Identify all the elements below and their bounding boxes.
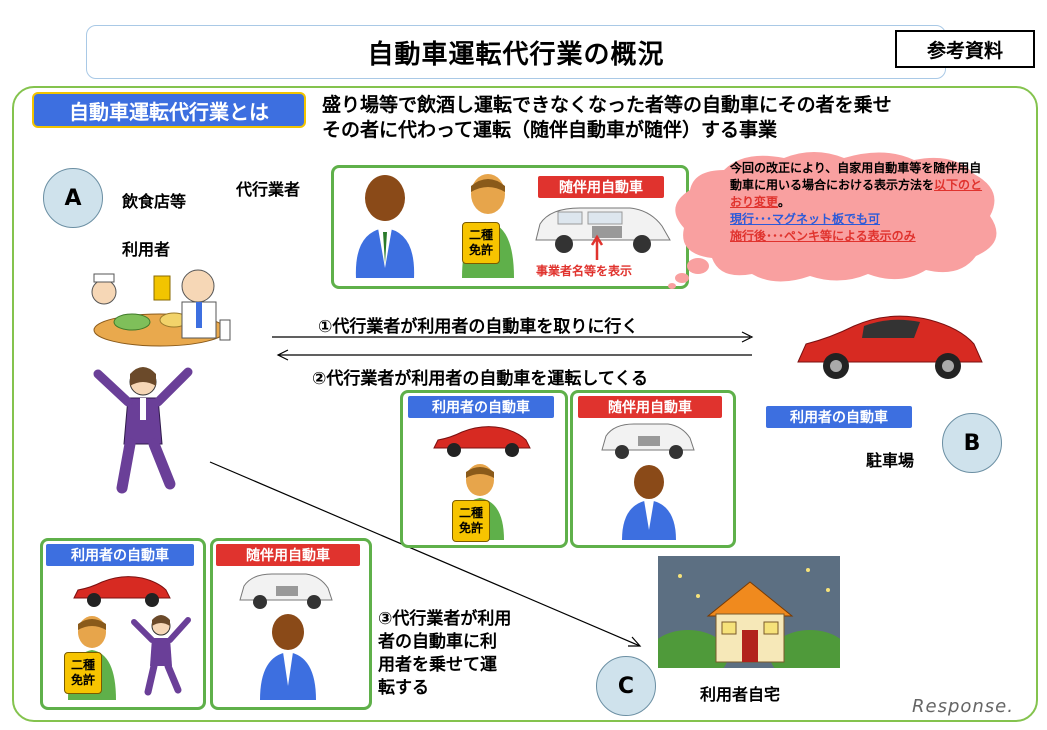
type2-license-badge: 二種 免許 bbox=[462, 222, 500, 264]
arrow-up-icon bbox=[590, 234, 604, 260]
step1-label: ①代行業者が利用者の自動車を取りに行く bbox=[318, 317, 639, 337]
user-label: 利用者 bbox=[122, 240, 171, 259]
home-illustration bbox=[658, 556, 840, 668]
user-car-tag: 利用者の自動車 bbox=[408, 396, 554, 418]
step3-label: ③代行業者が利用 者の自動車に利 用者を乗せて運 転する bbox=[378, 609, 512, 698]
driver-icon bbox=[622, 465, 676, 540]
user-figure bbox=[131, 615, 191, 696]
driver-icon bbox=[355, 175, 415, 278]
notice-change: 以下のとおり変更 bbox=[730, 178, 983, 209]
home-label: 利用者自宅 bbox=[700, 685, 781, 704]
type2-license-badge: 二種 免許 bbox=[452, 500, 490, 542]
notice-line1: 今回の改正により、自家用自動車等を随伴用自動車に用いる場合における表示方法を bbox=[730, 161, 982, 192]
escort-car-tag: 随伴用自動車 bbox=[216, 544, 360, 566]
restaurant-label: 飲食店等 bbox=[122, 192, 187, 211]
license-text: 二種 bbox=[70, 658, 95, 672]
definition-label: 自動車運転代行業とは bbox=[32, 92, 306, 128]
escort-car-icon bbox=[239, 573, 333, 609]
page-title: 自動車運転代行業の概況 bbox=[86, 25, 946, 79]
license-text: 免許 bbox=[458, 521, 483, 535]
step2-label: ②代行業者が利用者の自動車を運転してくる bbox=[312, 369, 649, 389]
circle-c: C bbox=[596, 656, 656, 716]
circle-a: A bbox=[43, 168, 103, 228]
circle-b: B bbox=[942, 413, 1002, 473]
user-car-icon bbox=[73, 576, 171, 607]
license-text: 免許 bbox=[468, 243, 493, 257]
user-car-tag: 利用者の自動車 bbox=[46, 544, 194, 566]
license-text: 二種 bbox=[458, 506, 483, 520]
escort-car-icon bbox=[535, 207, 671, 253]
response-watermark: Response. bbox=[912, 696, 1014, 717]
license-text: 免許 bbox=[70, 673, 95, 687]
notice-after: 施行後･･･ペンキ等による表示のみ bbox=[730, 229, 916, 243]
escort-car-tag: 随伴用自動車 bbox=[538, 176, 664, 198]
notice-cloud bbox=[668, 152, 997, 289]
user-car-tag: 利用者の自動車 bbox=[766, 406, 912, 428]
notice-current: 現行･･･マグネット板でも可 bbox=[730, 212, 881, 226]
reference-label: 参考資料 bbox=[895, 30, 1035, 68]
driver-icon bbox=[260, 614, 316, 700]
escort-car-tag: 随伴用自動車 bbox=[578, 396, 722, 418]
operator-label: 代行業者 bbox=[236, 180, 301, 199]
restaurant-illustration bbox=[91, 269, 231, 347]
user-car-icon bbox=[433, 426, 531, 457]
notice-text: 今回の改正により、自家用自動車等を随伴用自動車に用いる場合における表示方法を以下… bbox=[730, 160, 992, 245]
definition-text: 盛り場等で飲酒し運転できなくなった者等の自動車にその者を乗せ その者に代わって運… bbox=[322, 94, 892, 141]
notice-line1-end: 。 bbox=[778, 195, 791, 209]
escort-car-icon bbox=[601, 423, 695, 459]
display-note: 事業者名等を表示 bbox=[536, 264, 633, 278]
parking-label: 駐車場 bbox=[866, 451, 915, 470]
diagram-frame bbox=[12, 86, 1038, 722]
license-text: 二種 bbox=[468, 228, 493, 242]
type2-license-badge: 二種 免許 bbox=[64, 652, 102, 694]
user-figure bbox=[93, 367, 193, 494]
user-car-icon bbox=[797, 315, 983, 379]
